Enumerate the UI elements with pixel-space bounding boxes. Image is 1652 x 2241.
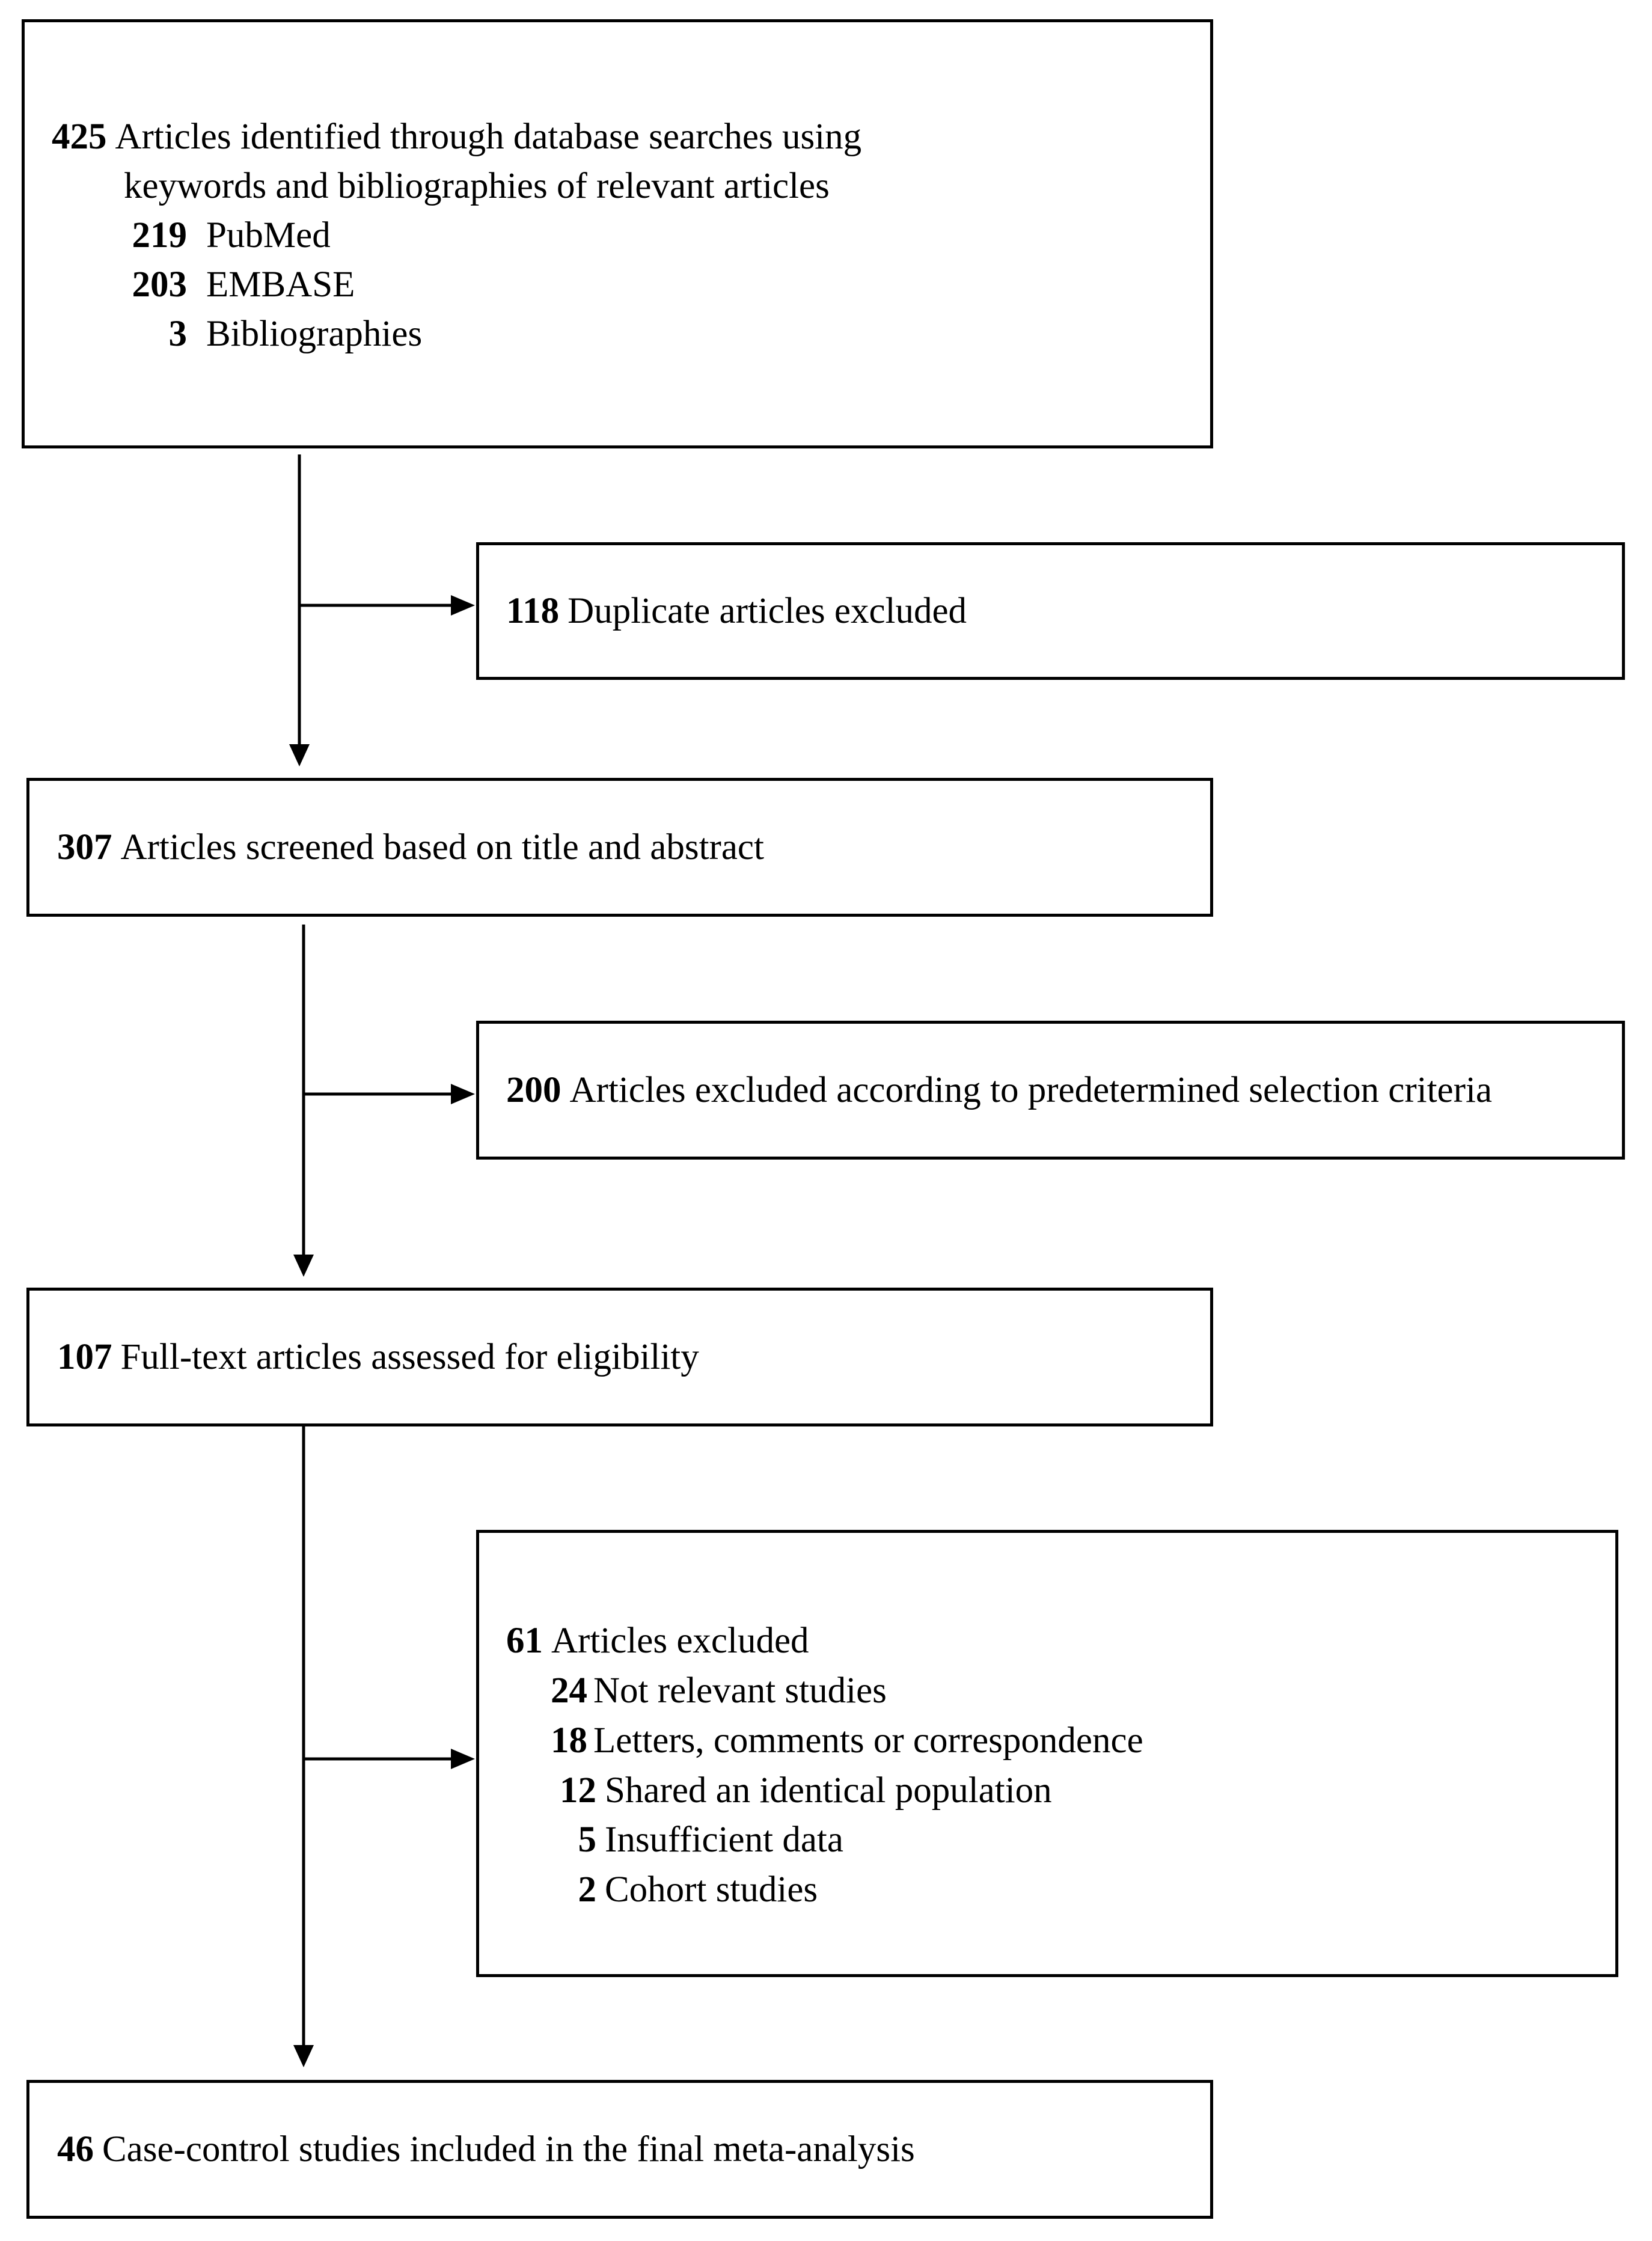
source-label: Bibliographies [206,314,423,354]
reason-label: Insufficient data [605,1820,843,1860]
reason-label: Not relevant studies [593,1671,887,1711]
source-row: 219 PubMed [124,211,331,260]
fulltext-count: 107 [57,1337,112,1377]
arrowhead-down-1 [289,744,310,766]
excluded-criteria-text: Articles excluded according to predeterm… [569,1070,1492,1110]
identified-text-line1: Articles identified through database sea… [115,117,862,157]
arrowhead-right-1 [451,595,475,616]
arrowhead-down-3 [293,2045,314,2067]
excluded-fulltext-text: Articles excluded [551,1621,809,1661]
source-row: 3 Bibliographies [124,310,423,359]
reason-count: 18 [551,1720,587,1761]
fulltext-text: Full-text articles assessed for eligibil… [120,1337,699,1377]
identified-total: 425 [52,117,107,157]
source-count: 3 [168,314,188,354]
reason-count: 2 [578,1870,597,1910]
reason-label: Cohort studies [605,1870,818,1910]
reason-label: Shared an identical population [605,1770,1052,1811]
source-label: PubMed [206,215,331,255]
reason-count: 24 [551,1671,587,1711]
identified-text-line2: keywords and bibliographies of relevant … [124,166,830,206]
reason-label: Letters, comments or correspondence [593,1720,1143,1761]
reason-count: 5 [578,1820,597,1860]
duplicates-text: Duplicate articles excluded [567,591,967,631]
arrowhead-down-2 [293,1255,314,1277]
reason-count: 12 [560,1770,596,1811]
source-count: 219 [132,215,188,255]
source-count: 203 [132,264,188,305]
included-text: Case-control studies included in the fin… [102,2129,915,2169]
arrowhead-right-2 [451,1084,475,1104]
arrowhead-right-3 [451,1749,475,1769]
excluded-fulltext-count: 61 [506,1621,543,1661]
excluded-criteria-count: 200 [506,1070,561,1110]
included-count: 46 [57,2129,94,2169]
screened-text: Articles screened based on title and abs… [120,827,764,867]
duplicates-count: 118 [506,591,560,631]
source-label: EMBASE [206,264,355,305]
source-row: 203 EMBASE [124,260,355,310]
identified-line-2: keywords and bibliographies of relevant … [124,162,830,211]
screened-count: 307 [57,827,112,867]
